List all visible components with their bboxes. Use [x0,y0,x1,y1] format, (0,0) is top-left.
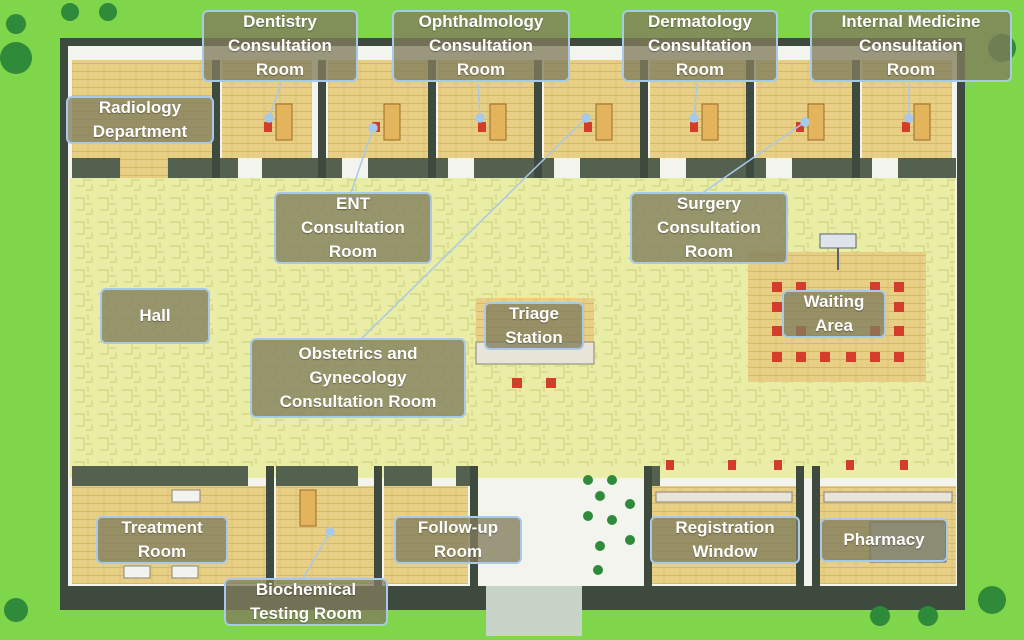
label-follow-up-room: Follow-up Room [394,516,522,564]
label-triage-station: Triage Station [484,302,584,350]
label-biochemical-testing-room: Biochemical Testing Room [224,578,388,626]
label-radiology-department: Radiology Department [66,96,214,144]
label-internal-medicine-room: Internal Medicine Consultation Room [810,10,1012,82]
label-pharmacy: Pharmacy [820,518,948,562]
label-hall: Hall [100,288,210,344]
label-treatment-room: Treatment Room [96,516,228,564]
label-ent-room: ENT Consultation Room [274,192,432,264]
label-waiting-area: Waiting Area [782,290,886,338]
potted-plants [583,475,635,575]
entrance-doorway [486,586,582,636]
label-ophthalmology-room: Ophthalmology Consultation Room [392,10,570,82]
label-dentistry-room: Dentistry Consultation Room [202,10,358,82]
tv-screen [819,233,857,249]
label-surgery-room: Surgery Consultation Room [630,192,788,264]
label-obgyn-room: Obstetrics and Gynecology Consultation R… [250,338,466,418]
label-dermatology-room: Dermatology Consultation Room [622,10,778,82]
label-registration-window: Registration Window [650,516,800,564]
label-pointers [264,83,914,581]
